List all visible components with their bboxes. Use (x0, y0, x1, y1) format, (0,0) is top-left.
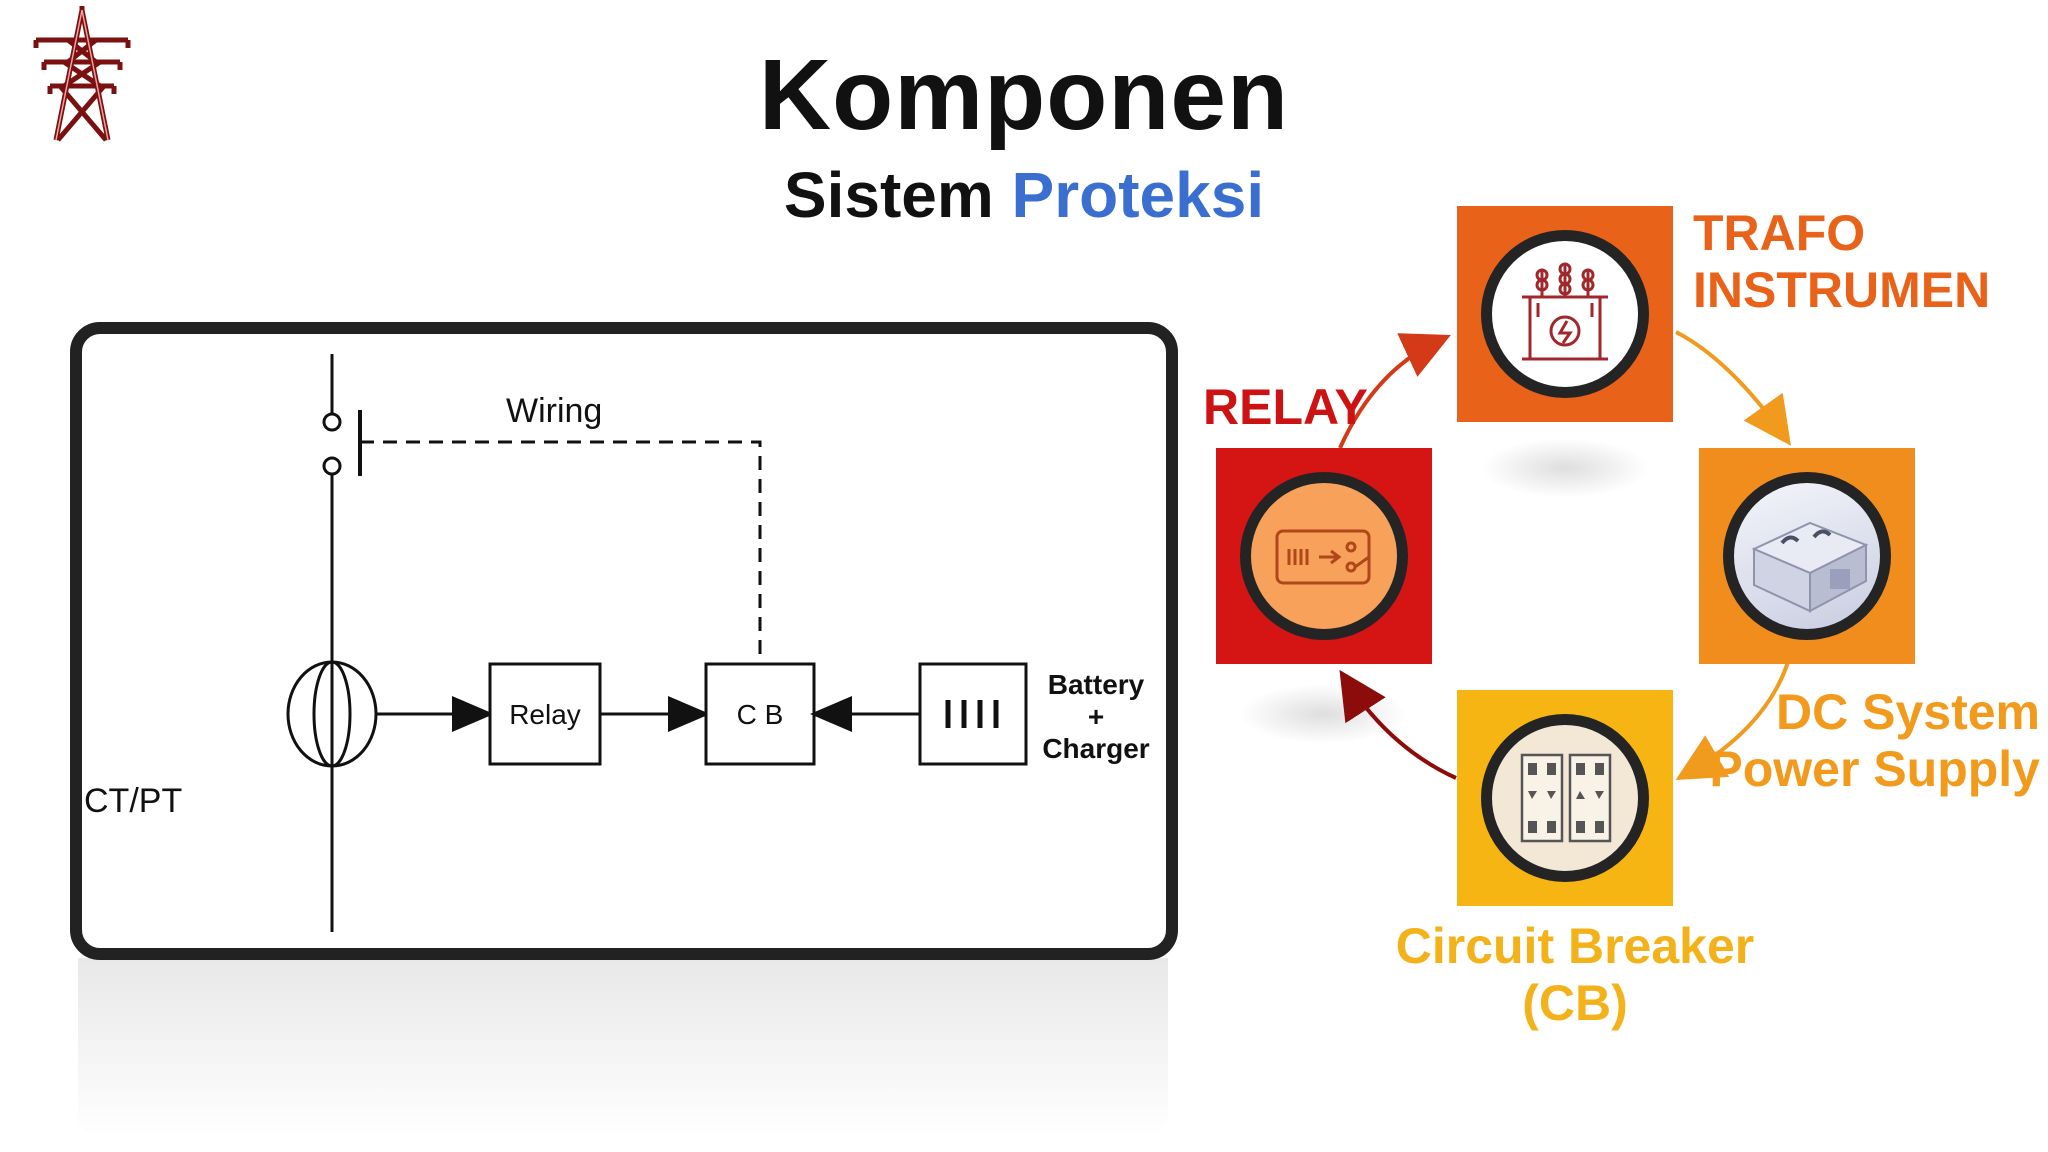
label-relay: RELAY (1203, 379, 1368, 435)
tile-trafo-instrumen (1457, 206, 1673, 422)
ctpt-label: CT/PT (84, 782, 182, 820)
battery-box (918, 662, 1028, 766)
relay-icon-ring (1240, 472, 1408, 640)
arrow-trafo-to-dc (1675, 330, 1791, 446)
subtitle-accent: Proteksi (1011, 159, 1265, 231)
cb-box (704, 662, 816, 766)
cb-box-label: C B (737, 699, 784, 730)
arrow-relay-to-trafo (1338, 333, 1451, 449)
switch-contact-top (322, 412, 342, 432)
label-dc-line2: Power Supply (1709, 740, 2040, 797)
page-subtitle: Sistem Proteksi (0, 158, 2048, 232)
dc-icon-ring (1723, 472, 1891, 640)
arrow-cb-to-relay (1339, 669, 1457, 780)
label-dc-line1: DC System (1776, 684, 2040, 740)
page-title: Komponen (758, 39, 1290, 151)
protection-schematic: Wiring Relay C B Battery + Charger CT/PT (70, 322, 1178, 960)
relay-box-label: Relay (509, 699, 581, 730)
ct-coil-inner (312, 660, 352, 768)
tile-dc-system (1699, 448, 1915, 664)
breaker-panel-icon (1520, 753, 1612, 843)
switch-contact-bottom (322, 456, 342, 476)
schematic-frame (70, 322, 1178, 960)
arrow-dc-to-cb (1675, 661, 1790, 780)
label-dc-system: DC System Power Supply (1620, 684, 2040, 797)
relay-box (488, 662, 602, 766)
label-trafo-line1: TRAFO (1693, 205, 1866, 261)
subtitle-prefix: Sistem (783, 159, 994, 231)
transmission-tower-logo (33, 6, 131, 142)
battery-cells (945, 700, 999, 728)
label-circuit-breaker: Circuit Breaker (CB) (1320, 918, 1830, 1031)
trafo-icon-ring (1481, 230, 1649, 398)
wiring-label: Wiring (506, 392, 602, 430)
charger-label: Charger (1042, 733, 1149, 764)
transformer-icon (1522, 262, 1608, 361)
schematic-reflection (78, 958, 1168, 1138)
cb-icon-ring (1481, 714, 1649, 882)
label-trafo-line2: INSTRUMEN (1693, 261, 1991, 318)
label-cb-line1: Circuit Breaker (1395, 918, 1755, 974)
wiring-dashed-line (360, 440, 762, 658)
tile-relay (1216, 448, 1432, 664)
label-trafo-instrumen: TRAFO INSTRUMEN (1693, 205, 1990, 318)
relay-icon (1275, 529, 1371, 585)
battery-label: Battery (1048, 669, 1145, 700)
power-supply-icon (1751, 521, 1869, 613)
tile-shadow-trafo (1480, 438, 1650, 498)
label-cb-line2: (CB) (1522, 974, 1628, 1031)
cycle-arrows (1338, 330, 1791, 780)
battery-plus-label: + (1088, 701, 1104, 732)
tile-circuit-breaker (1457, 690, 1673, 906)
